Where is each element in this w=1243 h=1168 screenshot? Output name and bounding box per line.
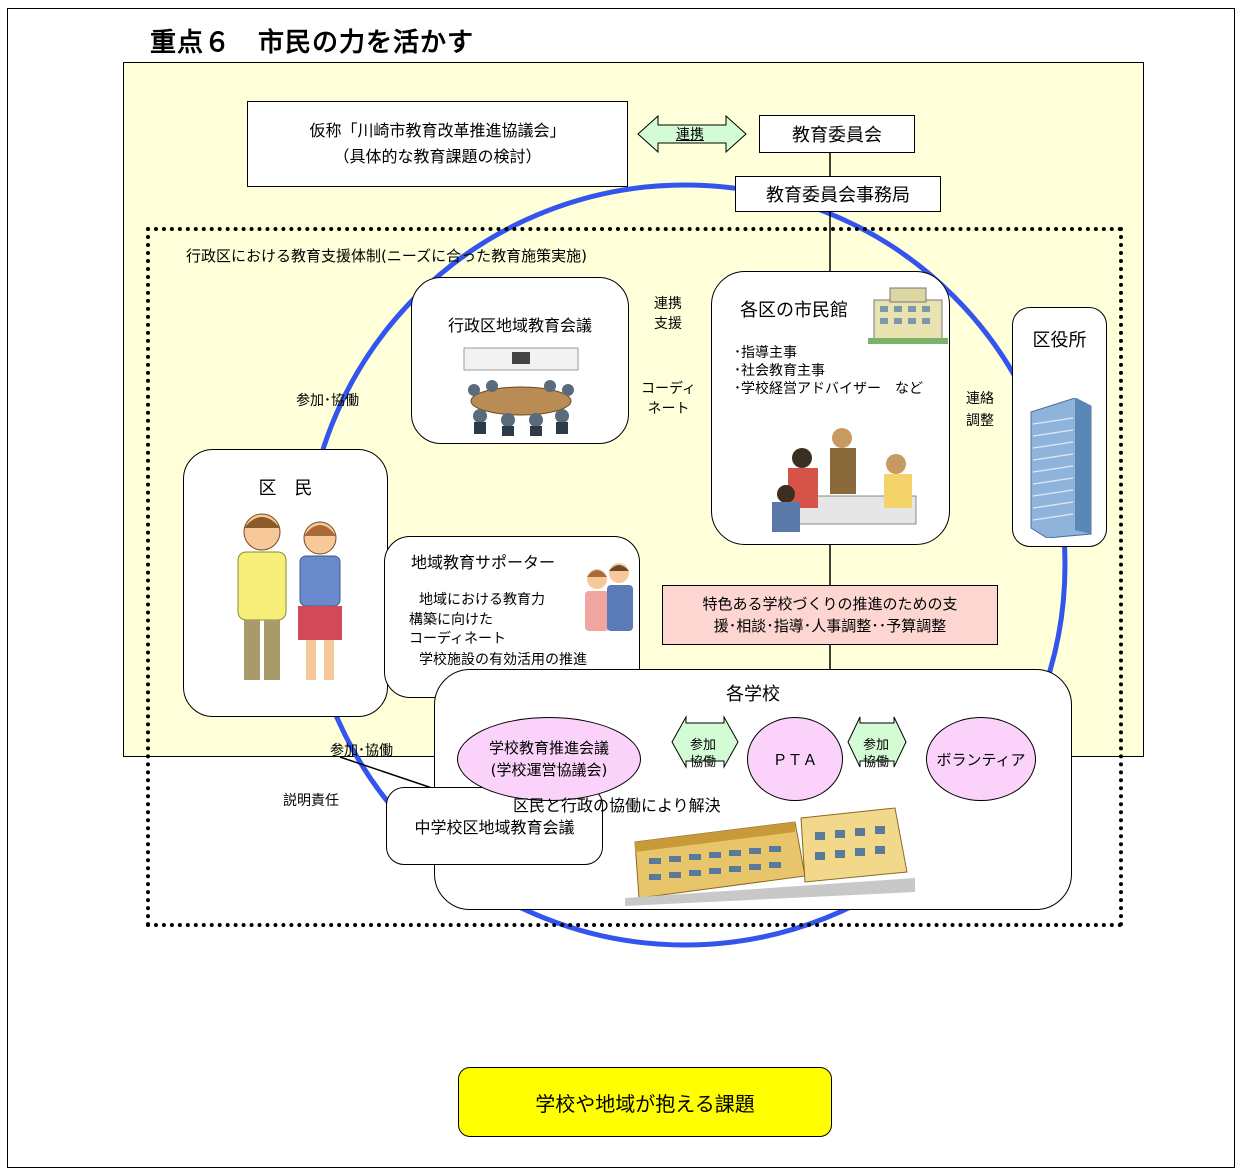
supporter-title: 地域教育サポーター — [411, 553, 556, 572]
link-support-label: 連携 支援 — [654, 296, 682, 332]
supporter-line-4: 学校施設の有効活用の推進 — [419, 652, 587, 668]
board-office: 教育委員会事務局 — [735, 176, 941, 212]
region-label: 行政区における教育支援体制(ニーズに合った教育施策実施) — [186, 247, 587, 265]
link-double-arrow — [637, 114, 747, 154]
participation-arrow-1-label: 参加 協働 — [690, 738, 717, 770]
school-promotion-council: 学校教育推進会議 (学校運営協議会) — [457, 717, 641, 801]
supporter-line-3: コーディネート — [409, 631, 507, 647]
education-reform-council: 仮称「川崎市教育改革推進協議会」 （具体的な教育課題の検討） — [247, 101, 628, 187]
coordinate-label: コーディ ネート — [641, 381, 697, 417]
schools-title: 各学校 — [726, 684, 780, 705]
participation-arrow-2-label: 参加 協働 — [863, 738, 890, 770]
board-of-education: 教育委員会 — [759, 115, 915, 153]
building-icon — [868, 287, 948, 344]
consultation-illustration — [772, 428, 917, 532]
ward-office-label: 区役所 — [1032, 330, 1087, 351]
supporter-line-2: 構築に向けた — [409, 612, 493, 628]
participation-arrow-2 — [847, 716, 907, 768]
resolution-label: 区民と行政の協働により解決 — [513, 796, 721, 815]
civic-hall-staff: ･指導主事 ･社会教育主事 ･学校経営アドバイザー など — [734, 345, 923, 397]
accountability-label: 説明責任 — [283, 793, 339, 809]
meeting-illustration — [463, 347, 579, 436]
supporter-couple-icon — [585, 563, 633, 631]
council-line-1: 仮称「川崎市教育改革推進協議会」 — [309, 121, 566, 140]
school-support-box: 特色ある学校づくりの推進のための支 援･相談･指導･人事調整･･予算調整 — [662, 585, 998, 645]
issues-box: 学校や地域が抱える課題 — [458, 1067, 832, 1137]
ward-office: 区役所 — [1012, 307, 1107, 547]
liaison-label: 連絡 調整 — [966, 391, 994, 429]
residents-label: 区 民 — [258, 478, 313, 499]
link-label: 連携 — [676, 127, 704, 143]
residents-couple-illustration — [237, 513, 342, 680]
civic-hall: 各区の市民館 ･指導主事 ･社会教育主事 ･学校経営アドバイザー など — [711, 271, 950, 545]
ward-council-label: 行政区地域教育会議 — [447, 316, 592, 335]
supporter-line-1: 地域における教育力 — [419, 592, 545, 608]
participation-arrow-1 — [671, 715, 739, 769]
school-building-illustration — [625, 807, 915, 906]
council-line-2: （具体的な教育課題の検討） — [333, 147, 542, 166]
pta: ＰＴＡ — [747, 717, 843, 801]
civic-hall-title: 各区の市民館 — [740, 300, 848, 321]
ward-education-council: 行政区地域教育会議 — [411, 277, 629, 444]
volunteer: ボランティア — [926, 717, 1036, 801]
participation-label-lower: 参加･協働 — [330, 743, 393, 759]
office-building-icon — [1030, 398, 1092, 538]
participation-label-upper: 参加･協働 — [296, 393, 359, 409]
ward-support-region — [146, 227, 1123, 927]
residents: 区 民 — [183, 449, 388, 717]
page-title: 重点６ 市民の力を活かす — [150, 28, 475, 58]
